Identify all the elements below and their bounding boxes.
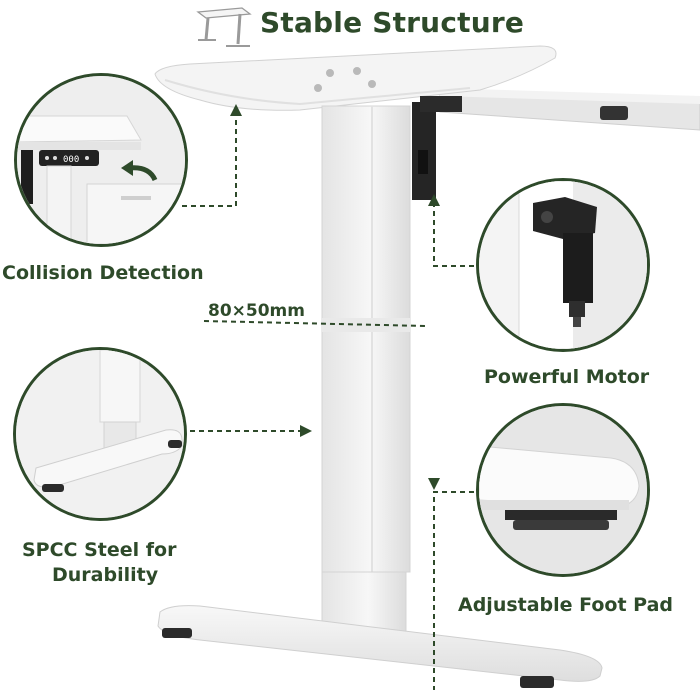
foot-pad-photo bbox=[476, 403, 650, 577]
spcc-steel-label-line1: SPCC Steel for bbox=[22, 539, 177, 561]
collision-detection-label: Collision Detection bbox=[2, 262, 204, 284]
page-title: Stable Structure bbox=[260, 6, 525, 39]
spcc-steel-label-line2: Durability bbox=[52, 564, 159, 586]
top-bracket bbox=[154, 45, 557, 111]
column-size-label: 80×50mm bbox=[208, 301, 305, 321]
powerful-motor-label: Powerful Motor bbox=[484, 366, 650, 388]
callout-arrowheads bbox=[230, 104, 440, 490]
crossbeam bbox=[439, 88, 700, 131]
collision-detection-photo: 000 bbox=[14, 73, 188, 247]
spcc-steel-photo bbox=[13, 347, 187, 521]
desk-foot bbox=[157, 605, 603, 688]
powerful-motor-photo bbox=[476, 178, 650, 352]
control-panel-readout: 000 bbox=[63, 155, 79, 165]
main-motor bbox=[412, 96, 462, 200]
callout-lines bbox=[182, 114, 492, 690]
foot-pad-label: Adjustable Foot Pad bbox=[458, 594, 674, 616]
upper-column bbox=[321, 105, 411, 573]
desk-icon bbox=[196, 7, 252, 47]
